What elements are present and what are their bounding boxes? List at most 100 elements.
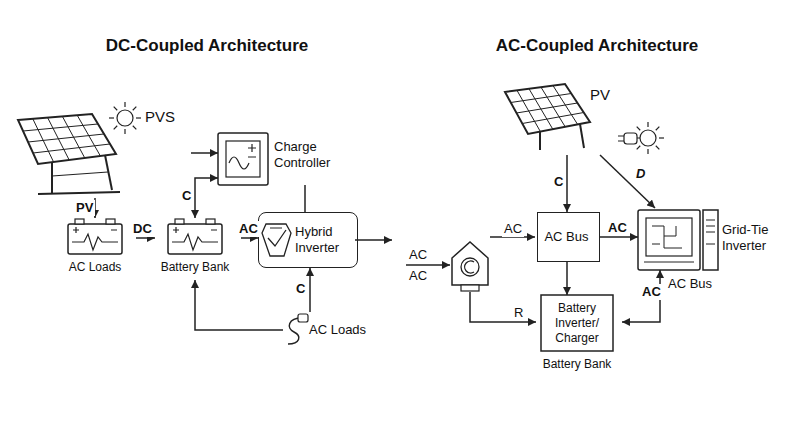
charge-controller-symbol — [218, 133, 268, 185]
panel-cell-line — [33, 144, 110, 153]
connector — [566, 155, 568, 212]
solar-panel — [539, 132, 541, 150]
node-label: AC Loads — [309, 322, 373, 338]
node-label: AC Loads — [60, 260, 130, 275]
plug-symbol — [288, 314, 308, 344]
node-label: PVS — [145, 108, 185, 127]
signal-label: AC — [407, 268, 429, 284]
grid-tie-inverter-symbol — [652, 226, 682, 248]
node-label: Hybrid Inverter — [295, 224, 353, 257]
sun-ray — [109, 117, 114, 118]
solar-panel — [580, 124, 584, 148]
connector — [600, 236, 638, 238]
connector — [309, 268, 311, 312]
grid-tie-inverter-symbol — [644, 262, 694, 263]
ac-loads: AC Loads — [283, 312, 379, 348]
sun-ray — [136, 117, 141, 118]
utility-meter — [452, 242, 488, 285]
node-label: Grid-Tie Inverter — [722, 222, 792, 255]
battery-symbol — [68, 219, 122, 254]
connector — [191, 152, 218, 154]
battery-inverter-box — [541, 295, 613, 351]
sun-symbol — [117, 110, 133, 126]
sun-ray — [124, 102, 125, 107]
node-label: Charge Controller — [274, 139, 346, 172]
section-title: DC-Coupled Architecture — [60, 36, 354, 56]
signal-label: AC — [407, 247, 429, 263]
charge-controller: Charge Controller — [218, 133, 348, 185]
utility-meter — [452, 242, 488, 291]
solar-panel — [505, 84, 590, 150]
signal-label: AC — [502, 221, 524, 237]
connector — [304, 185, 306, 212]
grid-tie-inverter-symbol — [638, 210, 700, 270]
plug-symbol — [298, 314, 308, 322]
sun-ray — [656, 127, 660, 131]
sun-ray — [656, 146, 660, 150]
grid-tie-inverter-symbol — [703, 210, 718, 270]
connector-label: C — [294, 281, 307, 297]
solar-panel — [52, 172, 108, 176]
ac-bus: AC Bus — [537, 212, 600, 262]
grid-tie-inverter-symbol — [706, 220, 715, 244]
solar-panel — [38, 192, 120, 194]
sun-ray — [114, 126, 118, 130]
sun-ray — [133, 126, 137, 130]
connector — [136, 237, 155, 239]
grid-wire — [470, 292, 536, 322]
grid-wire — [406, 237, 536, 322]
inverter-symbol — [262, 224, 291, 256]
panel-cell-line — [23, 124, 98, 131]
node-label: Battery Inverter/ Charger — [541, 301, 613, 346]
connector — [241, 237, 258, 239]
sun-ray — [637, 146, 641, 150]
connector — [195, 178, 218, 218]
sun-ray — [637, 127, 641, 131]
connector-label: PV — [74, 200, 95, 216]
connector — [195, 280, 283, 330]
section-title: AC-Coupled Architecture — [450, 36, 744, 56]
panel-cell-line — [522, 113, 584, 124]
signal-label: AC Bus — [666, 276, 714, 292]
sun-symbol — [618, 122, 664, 154]
node-label: PV — [590, 86, 620, 105]
inverter-symbol — [268, 230, 286, 246]
inverter-symbol — [262, 224, 291, 256]
node-caption: Battery Bank — [538, 357, 616, 372]
battery-inverter-box — [541, 295, 613, 351]
sun-symbol — [640, 130, 656, 146]
charge-controller-symbol — [218, 133, 268, 185]
grid-wire — [406, 264, 450, 266]
connector — [566, 262, 568, 295]
sun-symbol — [624, 133, 637, 144]
signal-label: R — [512, 305, 525, 321]
grid-tie-inverter-symbol — [646, 218, 692, 256]
connector — [600, 155, 655, 208]
battery-symbol — [168, 219, 222, 254]
sun-ray — [647, 122, 648, 127]
sun-ray — [647, 149, 648, 154]
charge-controller-symbol — [226, 141, 260, 177]
battery-inverter: Battery Inverter/ ChargerBattery Bank — [538, 295, 622, 375]
utility-meter — [461, 285, 479, 291]
battery: AC Loads — [60, 218, 136, 280]
solar-array: PV — [498, 75, 668, 155]
connector-label: DC — [131, 221, 154, 237]
grid-tie-inverter: Grid-Tie Inverter — [638, 208, 798, 270]
connector-label: AC — [640, 284, 663, 300]
node-label: AC Bus — [538, 229, 595, 245]
sun-symbol — [618, 136, 640, 141]
solar-panel — [18, 114, 120, 194]
solar-array: PVS — [12, 92, 191, 198]
panel-cell-line — [28, 134, 104, 142]
inverter-symbol — [270, 228, 282, 229]
charge-controller-symbol — [229, 157, 249, 169]
solar-panel — [505, 84, 590, 134]
solar-panel — [18, 114, 116, 164]
battery-bank: Battery Bank — [155, 218, 241, 280]
battery-symbol — [68, 219, 122, 254]
solar-panel — [51, 162, 53, 194]
